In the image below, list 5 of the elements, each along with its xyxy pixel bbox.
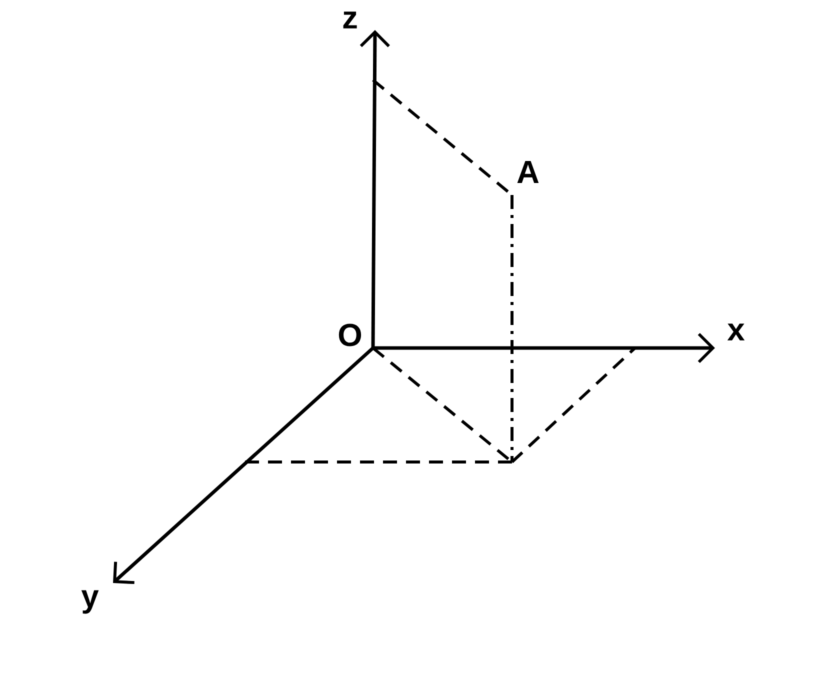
axis-label: z [343,12,357,28]
axis-label: x [727,324,745,340]
axis-label: A [517,161,539,183]
axis-label: O [338,324,362,346]
axis-label: y [81,590,99,614]
